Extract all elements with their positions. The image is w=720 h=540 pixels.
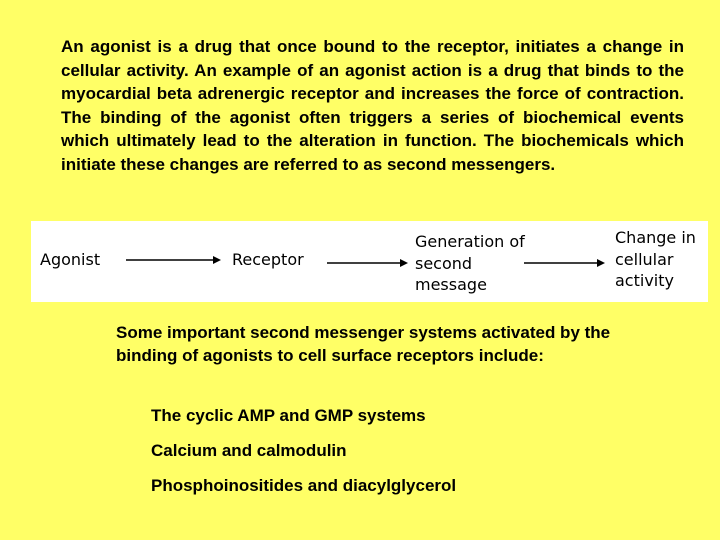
- flow-step-receptor: Receptor: [232, 250, 304, 269]
- list-item: The cyclic AMP and GMP systems: [151, 406, 426, 425]
- flow-step-change-in-cellular-activity: Change in cellular activity: [615, 228, 696, 290]
- flow-arrow-3: [524, 259, 605, 267]
- intro-paragraph: An agonist is a drug that once bound to …: [61, 37, 684, 174]
- second-messenger-flow-diagram: Agonist Receptor Generation of second me…: [31, 221, 708, 302]
- flow-step-generation-of-second-message: Generation of second message: [415, 232, 525, 294]
- list-item: Calcium and calmodulin: [151, 441, 347, 460]
- second-messenger-systems-list: The cyclic AMP and GMP systems Calcium a…: [151, 404, 456, 509]
- flow-arrow-1: [126, 256, 221, 264]
- second-messenger-systems-intro: Some important second messenger systems …: [116, 323, 611, 365]
- flow-arrow-2: [327, 259, 408, 267]
- list-item: Phosphoinositides and diacylglycerol: [151, 476, 457, 495]
- flow-step-agonist: Agonist: [40, 250, 101, 269]
